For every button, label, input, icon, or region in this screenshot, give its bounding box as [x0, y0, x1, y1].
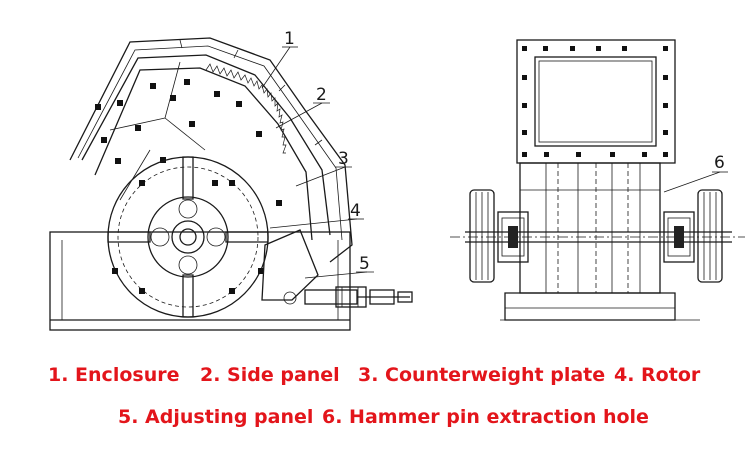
flange-bolts — [522, 46, 668, 157]
legend-counterweight-plate: 3. Counterweight plate — [358, 364, 606, 386]
legend-side-panel: 2. Side panel — [200, 364, 340, 386]
callout-5: 5 — [359, 254, 370, 274]
legend-rotor: 4. Rotor — [614, 364, 701, 386]
callout-2: 2 — [316, 85, 327, 105]
left-pulley — [469, 189, 529, 283]
enclosure-outline — [69, 37, 353, 263]
crusher-diagram: 1 2 3 4 5 6 — [49, 29, 745, 331]
callout-6: 6 — [714, 153, 725, 173]
legend-hammer-pin-hole: 6. Hammer pin extraction hole — [322, 406, 649, 428]
callout-leaders — [261, 46, 374, 279]
callout-6-leader — [663, 171, 721, 193]
rotor — [107, 156, 269, 318]
inlet-flange — [516, 39, 676, 164]
base-frame — [49, 231, 351, 331]
callout-1: 1 — [284, 29, 295, 49]
machine-body — [519, 162, 661, 294]
liner-bolts — [95, 79, 282, 206]
side-view — [49, 37, 413, 331]
legend-enclosure: 1. Enclosure — [48, 364, 180, 386]
callout-4: 4 — [350, 201, 361, 221]
right-pulley — [663, 189, 723, 283]
legend-row-1: 1. Enclosure 2. Side panel 3. Counterwei… — [0, 364, 750, 404]
legend-adjusting-panel: 5. Adjusting panel — [118, 406, 314, 428]
legend-row-2: 5. Adjusting panel 6. Hammer pin extract… — [0, 406, 750, 446]
counterweight-teeth — [205, 63, 287, 154]
callout-3: 3 — [338, 149, 349, 169]
adjusting-panel — [261, 229, 413, 308]
front-view — [450, 39, 745, 321]
